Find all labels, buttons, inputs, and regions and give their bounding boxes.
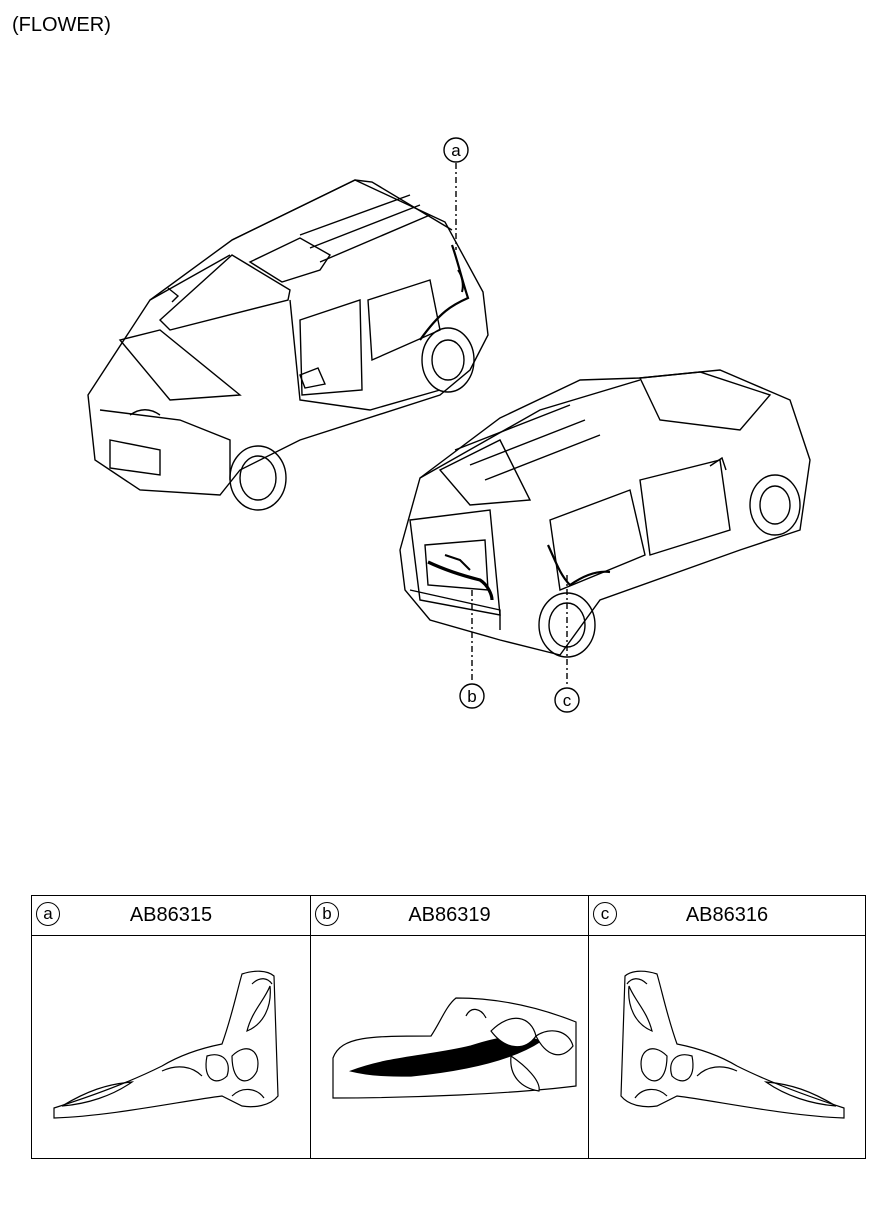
part-cell-c: c AB86316	[588, 896, 865, 1158]
part-cell-header: b AB86319	[311, 896, 588, 936]
part-cell-header: c AB86316	[589, 896, 865, 936]
part-number: AB86315	[129, 904, 213, 926]
part-letter-badge: b	[315, 902, 339, 926]
callout-c: c	[554, 575, 580, 713]
callout-c-label: c	[563, 691, 572, 710]
decal-c-illustration	[620, 970, 845, 1119]
parts-table: a AB86315 b AB86319	[31, 895, 866, 1159]
callout-a: a	[443, 137, 469, 250]
front-view-car	[87, 179, 489, 511]
part-letter-badge: a	[36, 902, 60, 926]
part-cell-a: a AB86315	[32, 896, 310, 1158]
vehicle-illustration: a b c	[87, 137, 811, 713]
callout-b: b	[459, 590, 485, 709]
part-letter-badge: c	[593, 902, 617, 926]
rear-view-car	[399, 369, 811, 658]
callout-b-label: b	[467, 687, 476, 706]
part-number: AB86316	[685, 904, 769, 926]
callout-a-label: a	[451, 141, 461, 160]
decal-a-illustration	[53, 970, 279, 1119]
diagram-title: (FLOWER)	[12, 14, 111, 36]
part-number: AB86319	[408, 904, 491, 926]
part-cell-header: a AB86315	[32, 896, 310, 936]
part-cell-b: b AB86319	[310, 896, 588, 1158]
decal-b-illustration	[332, 997, 577, 1099]
